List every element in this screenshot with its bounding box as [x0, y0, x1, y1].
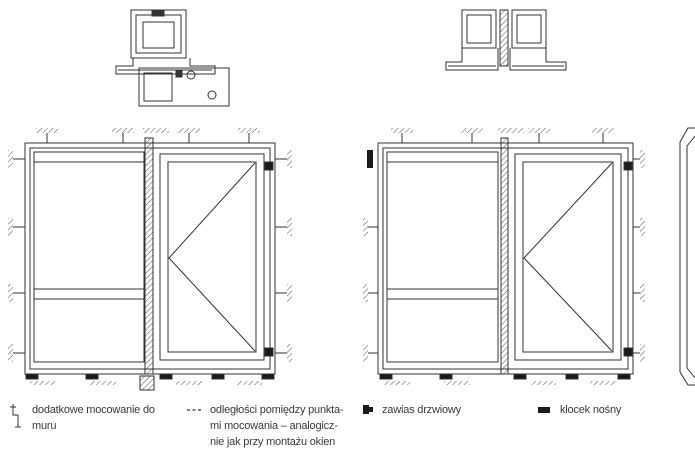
extra-wall-anchor-symbol	[10, 404, 21, 428]
profile-section-right	[445, 9, 567, 71]
legend-hinge-text: zawias drzwiowy	[382, 404, 461, 416]
support-block-symbol	[538, 407, 550, 413]
door-elevation-left	[8, 128, 292, 391]
door-hinge-symbol	[363, 405, 373, 414]
legend-item-anchor: dodatkowe mocowanie do muru	[6, 402, 155, 434]
legend-item-spacing: odległości pomiędzy punkta- mi mocowania…	[186, 402, 344, 450]
door-elevation-right	[363, 128, 645, 385]
legend-item-block: klocek nośny	[536, 402, 621, 418]
legend-spacing-text: odległości pomiędzy punkta- mi mocowania…	[210, 404, 344, 448]
installation-drawing	[8, 9, 695, 391]
legend-item-hinge: zawias drzwiowy	[362, 402, 461, 418]
legend-block-text: klocek nośny	[560, 404, 622, 416]
dashed-line-symbol	[187, 409, 203, 411]
profile-section-left	[115, 9, 230, 107]
legend-anchor-text: dodatkowe mocowanie do muru	[32, 404, 155, 432]
partial-door-elevation	[679, 127, 695, 386]
